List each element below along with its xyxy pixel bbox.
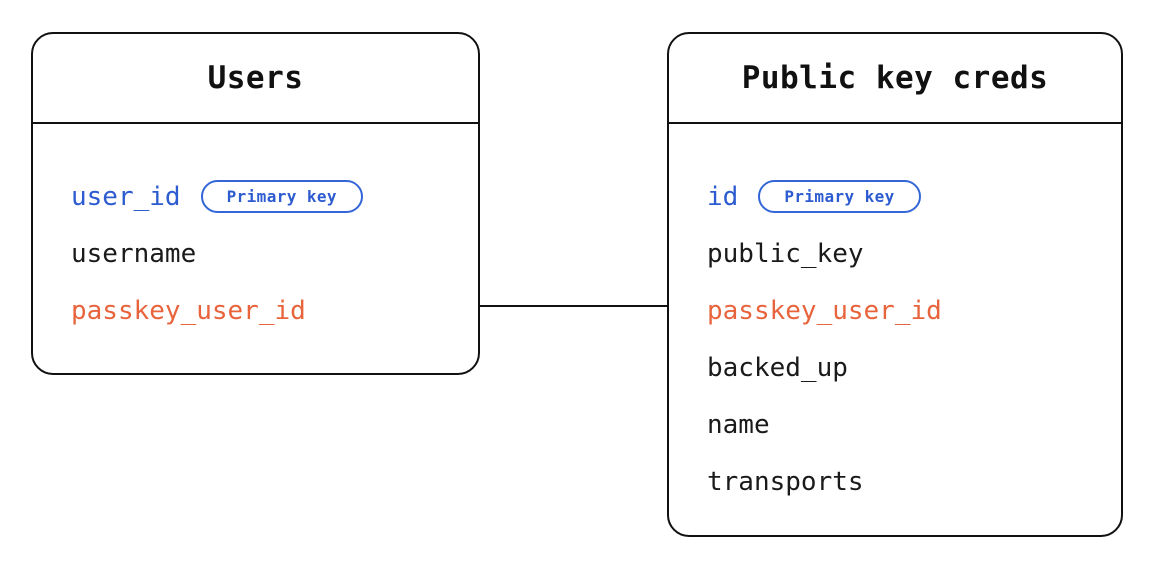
primary-key-badge: Primary key [200,180,363,213]
entity-field-list-users: user_id Primary key username passkey_use… [33,124,478,339]
field-row[interactable]: id Primary key [707,168,1121,225]
field-row[interactable]: transports [707,453,1121,510]
field-name: passkey_user_id [707,295,942,326]
primary-key-badge: Primary key [758,180,921,213]
entity-title: Public key creds [741,59,1049,96]
primary-key-badge-label: Primary key [784,186,895,206]
field-row[interactable]: passkey_user_id [707,282,1121,339]
field-row[interactable]: passkey_user_id [71,282,478,339]
field-name: username [71,238,197,269]
field-row[interactable]: username [71,225,478,282]
field-name: transports [707,466,864,497]
entity-table-public-key-creds[interactable]: Public key creds id Primary key public_k… [667,32,1123,537]
entity-header-users: Users [33,34,478,124]
field-row[interactable]: public_key [707,225,1121,282]
entity-field-list-public-key-creds: id Primary key public_key passkey_user_i… [669,124,1121,510]
field-name: id [707,181,739,212]
field-name: public_key [707,238,864,269]
field-name: backed_up [707,352,848,383]
relationship-connector-line [479,305,668,307]
field-name: passkey_user_id [71,295,306,326]
field-row[interactable]: backed_up [707,339,1121,396]
field-row[interactable]: user_id Primary key [71,168,478,225]
field-row[interactable]: name [707,396,1121,453]
field-name: user_id [71,181,181,212]
primary-key-badge-label: Primary key [226,186,337,206]
entity-title: Users [207,59,304,96]
field-name: name [707,409,770,440]
entity-header-public-key-creds: Public key creds [669,34,1121,124]
entity-table-users[interactable]: Users user_id Primary key username passk… [31,32,480,375]
